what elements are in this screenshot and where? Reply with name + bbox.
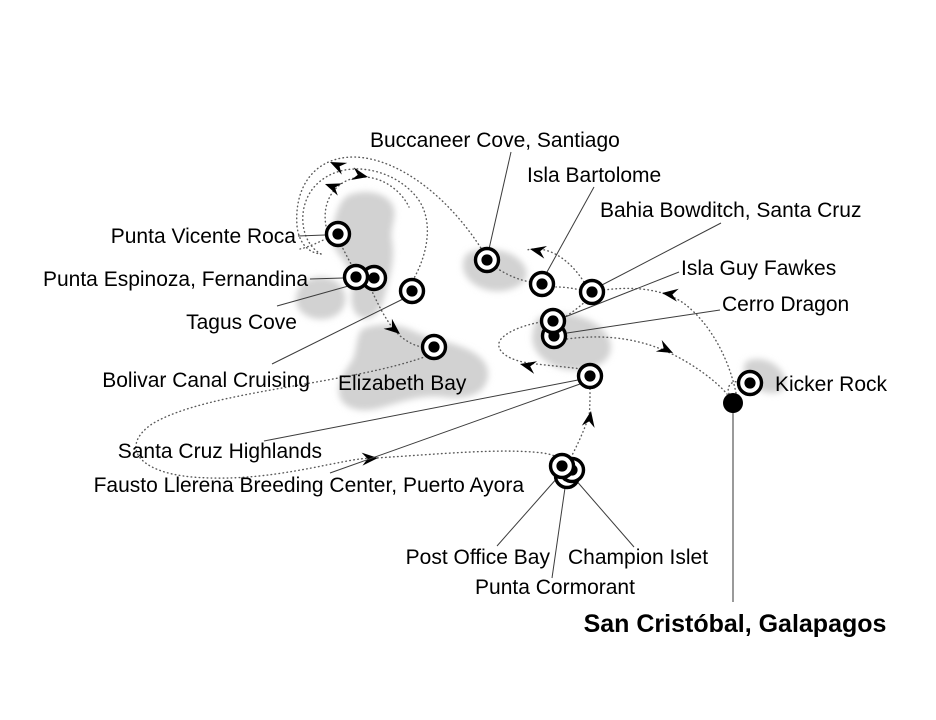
leader-line-post-office-bay xyxy=(496,476,559,547)
leader-line-santa-cruz-highlands xyxy=(263,379,579,442)
port-marker-buccaneer-cove xyxy=(473,246,501,274)
route-arrow-icon xyxy=(581,411,595,428)
island-fernandina xyxy=(295,277,346,320)
leader-line-punta-espinoza xyxy=(309,277,344,280)
route-tagus-to-elizabeth xyxy=(370,288,425,348)
port-marker-kicker-rock xyxy=(736,369,764,397)
route-bartolome-to-buccaneer xyxy=(494,266,531,283)
port-marker-bolivar-canal xyxy=(398,277,426,305)
leader-line-punta-cormorant xyxy=(551,480,567,579)
island-isabela-south xyxy=(338,324,489,411)
route-cerro-to-san-cristobal xyxy=(566,336,728,395)
port-label-isla-guy-fawkes: Isla Guy Fawkes xyxy=(681,257,836,280)
route-floreana-to-puerto-ayora xyxy=(568,388,591,462)
port-label-kicker-rock: Kicker Rock xyxy=(775,373,888,396)
leader-line-tagus-cove xyxy=(276,284,353,307)
leader-line-buccaneer-cove xyxy=(488,151,512,250)
port-markers xyxy=(324,220,764,490)
port-marker-punta-vicente-roca xyxy=(324,220,352,248)
route-arrow-icon xyxy=(530,245,548,259)
port-label-fausto-llerena: Fausto Llerena Breeding Center, Puerto A… xyxy=(94,474,525,497)
port-marker-isla-bartolome xyxy=(528,270,556,298)
port-marker-san-cristobal xyxy=(723,393,743,413)
port-label-post-office-bay: Post Office Bay xyxy=(406,546,551,569)
leader-line-punta-vicente-roca xyxy=(297,234,326,237)
route-arrow-icon xyxy=(662,288,679,302)
port-label-isla-bartolome: Isla Bartolome xyxy=(527,164,661,187)
port-marker-bahia-bowditch xyxy=(578,278,606,306)
port-label-tagus-cove: Tagus Cove xyxy=(186,311,297,334)
port-marker-post-office-bay xyxy=(548,452,576,480)
port-label-bolivar-canal: Bolivar Canal Cruising xyxy=(102,369,310,392)
leader-line-isla-guy-fawkes xyxy=(564,271,680,318)
route-north-loop-mid xyxy=(302,168,429,281)
port-marker-punta-espinoza xyxy=(342,263,370,291)
port-label-san-cristobal: San Cristóbal, Galapagos xyxy=(584,610,887,638)
leader-line-cerro-dragon xyxy=(566,309,721,334)
route-vicente-to-espinoza xyxy=(340,244,356,270)
port-label-buccaneer-cove: Buccaneer Cove, Santiago xyxy=(370,129,620,152)
port-label-punta-espinoza: Punta Espinoza, Fernandina xyxy=(43,268,308,291)
port-label-punta-cormorant: Punta Cormorant xyxy=(475,576,635,599)
label-leader-lines xyxy=(263,151,734,602)
leader-line-isla-bartolome xyxy=(546,186,595,273)
route-to-vicente-roca xyxy=(299,236,331,250)
port-marker-puerto-ayora-highlands xyxy=(576,362,604,390)
route-north-loop-inner xyxy=(324,176,410,242)
leader-line-champion-islet xyxy=(573,477,635,548)
route-arrow-icon xyxy=(330,162,348,175)
port-label-champion-islet: Champion Islet xyxy=(568,546,708,569)
route-arrow-icon xyxy=(383,318,400,334)
port-marker-isla-guy-fawkes xyxy=(539,307,567,335)
route-kicker-to-bowditch xyxy=(603,287,737,394)
port-marker-elizabeth-bay xyxy=(420,333,448,361)
route-arrow-icon xyxy=(325,183,343,196)
port-label-punta-vicente-roca: Punta Vicente Roca xyxy=(111,225,297,248)
port-label-elizabeth-bay: Elizabeth Bay xyxy=(338,372,467,395)
leader-line-bahia-bowditch xyxy=(599,222,722,287)
port-label-santa-cruz-highlands: Santa Cruz Highlands xyxy=(118,440,322,463)
route-arrow-icon xyxy=(350,167,368,181)
leader-line-fausto-llerena xyxy=(329,383,581,474)
route-elizabeth-loop-to-floreana xyxy=(135,354,565,479)
port-label-bahia-bowditch: Bahia Bowditch, Santa Cruz xyxy=(600,199,861,222)
route-bowditch-to-bartolome xyxy=(555,286,581,291)
port-label-cerro-dragon: Cerro Dragon xyxy=(722,293,849,316)
route-arrow-icon xyxy=(655,339,673,353)
leader-line-bolivar-canal xyxy=(271,298,404,365)
route-arrow-icon xyxy=(520,361,538,374)
